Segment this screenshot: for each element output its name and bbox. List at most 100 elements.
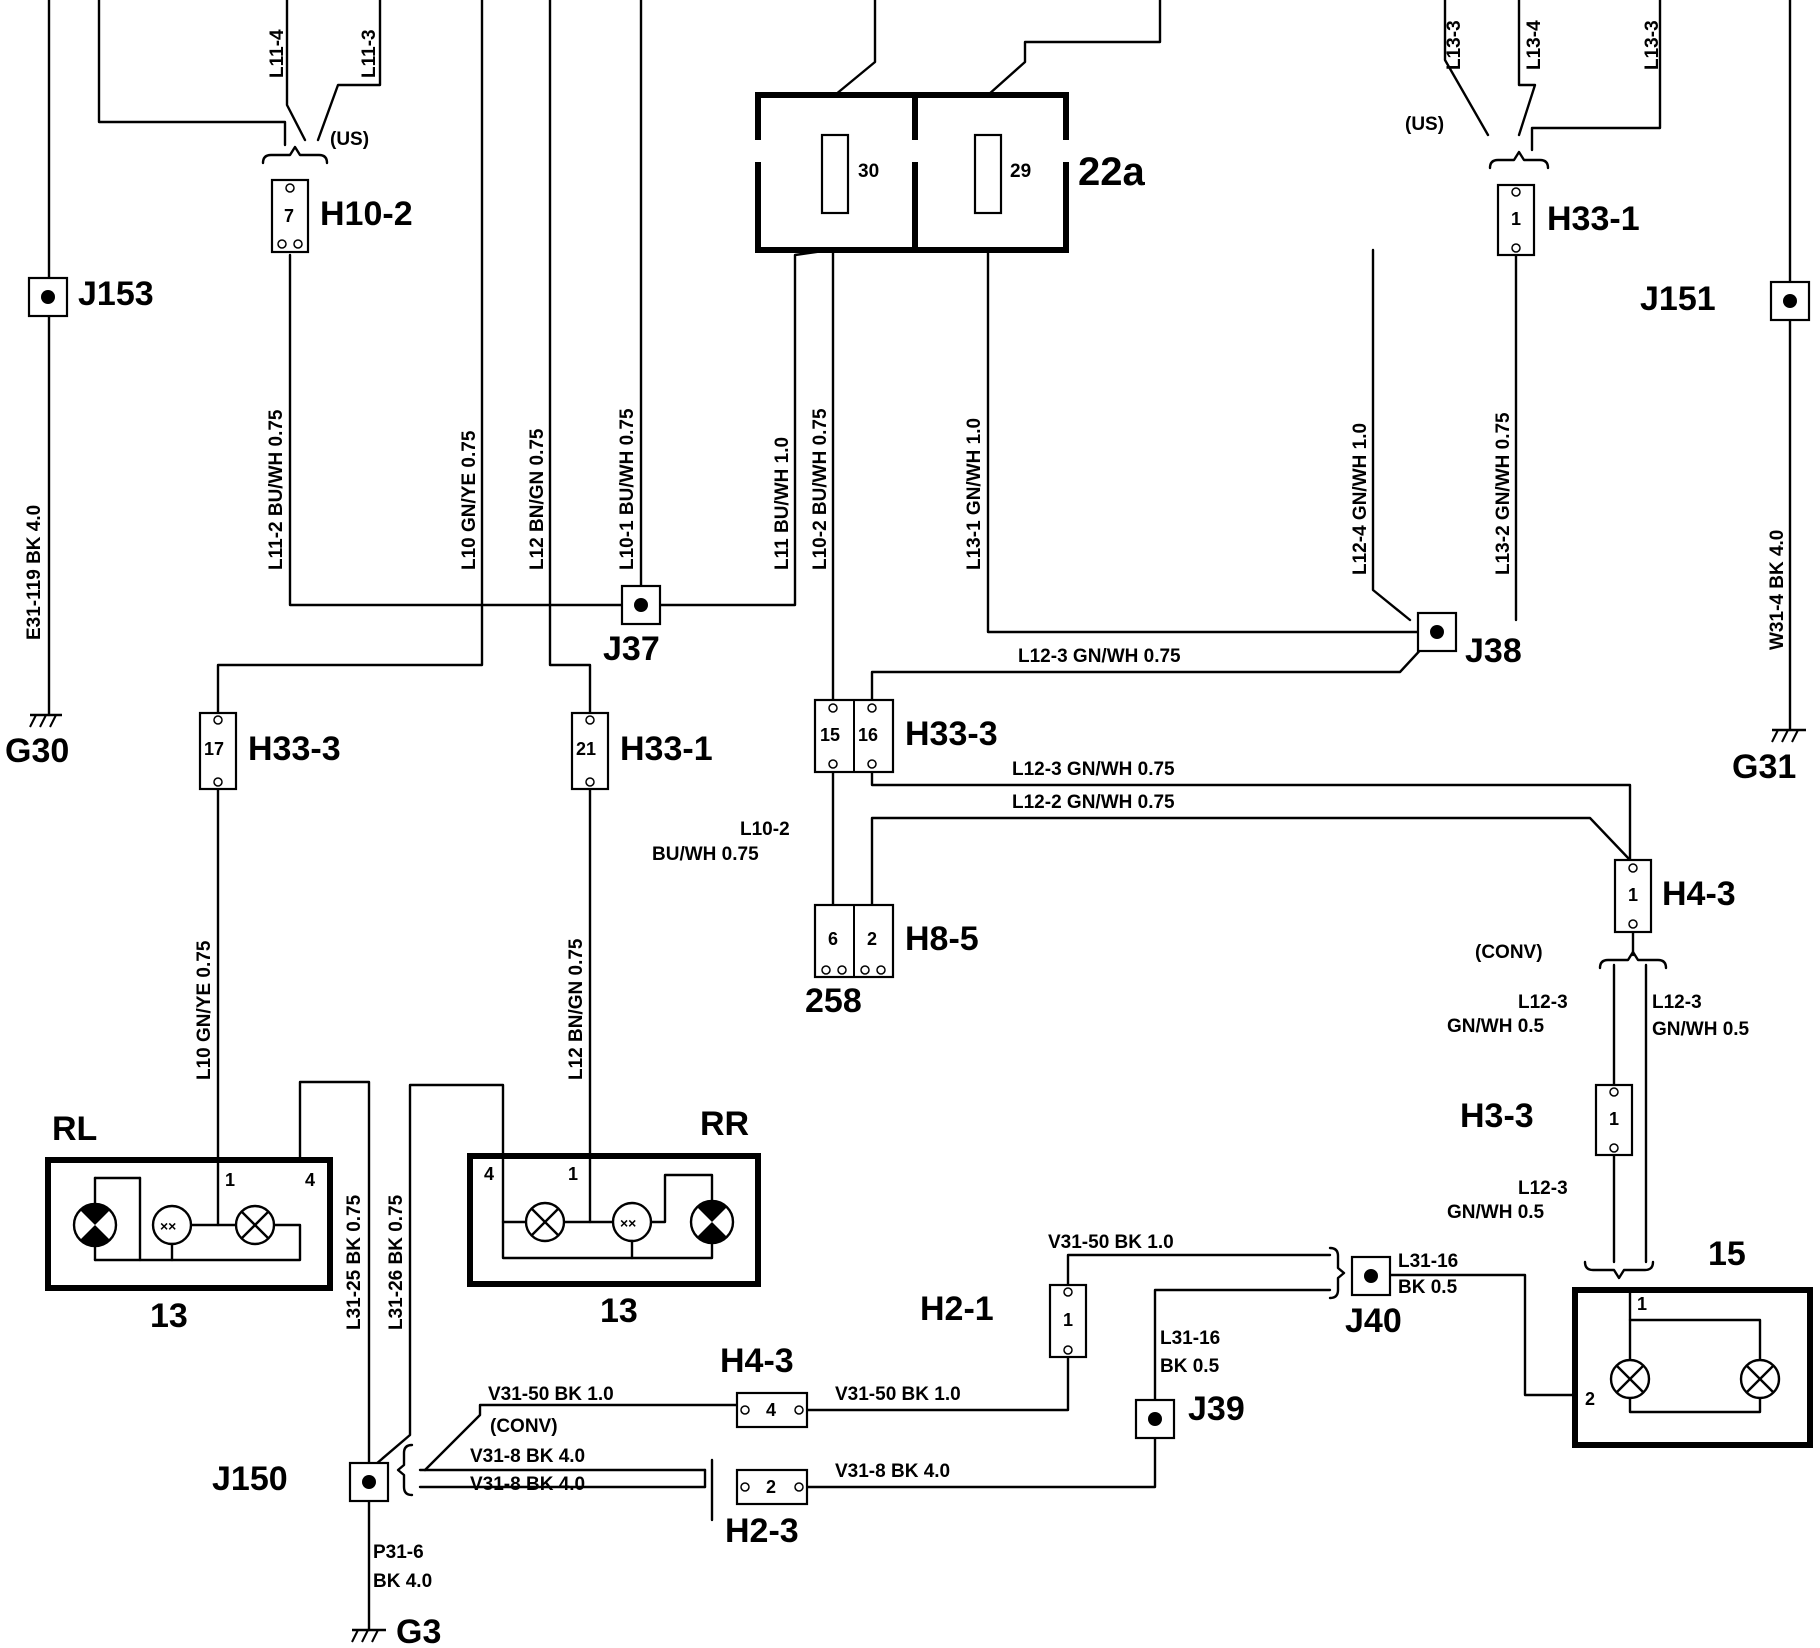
c15-pin-1: 1 xyxy=(1637,1294,1647,1314)
us-brace-right xyxy=(1488,150,1550,170)
j153-label: J153 xyxy=(78,275,154,313)
wire-label-e31-119: E31-119 BK 4.0 xyxy=(24,505,45,640)
h33-1-top-label: H33-1 xyxy=(1547,200,1640,238)
wire-label-l12-3-mid: L12-3 GN/WH 0.75 xyxy=(1012,759,1175,780)
us-variant-left: (US) xyxy=(330,129,369,150)
wire-label-v31-50-top: V31-50 BK 1.0 xyxy=(1048,1232,1174,1253)
h4-3-bottom-label: H4-3 xyxy=(720,1342,794,1380)
rr-label: RR xyxy=(700,1105,749,1143)
wire-label-l12-3-a-id: L12-3 xyxy=(1518,992,1568,1013)
connector-h33-3-left xyxy=(198,711,238,791)
wire-label-l31-16-b-id: L31-16 xyxy=(1160,1328,1220,1349)
wire-label-p31-6-spec: BK 4.0 xyxy=(373,1571,432,1592)
wire-label-l12-3-a-spec: GN/WH 0.5 xyxy=(1447,1016,1545,1037)
wire-label-l12-3-b-spec: GN/WH 0.5 xyxy=(1652,1019,1750,1040)
h2-3-pin: 2 xyxy=(766,1477,776,1497)
wire-label-l12-3-c-id: L12-3 xyxy=(1518,1178,1568,1199)
h4-3-bottom-pin: 4 xyxy=(766,1400,776,1420)
wire-label-l11-2: L11-2 BU/WH 0.75 xyxy=(266,409,287,570)
rl-pin-1: 1 xyxy=(225,1170,235,1190)
h10-2-pin: 7 xyxy=(284,206,294,226)
g30-label: G30 xyxy=(5,732,69,770)
h2-1-pin: 1 xyxy=(1063,1310,1073,1330)
wire-label-l12-3-top: L12-3 GN/WH 0.75 xyxy=(1018,646,1181,667)
wire-label-l10-1: L10-1 BU/WH 0.75 xyxy=(617,408,638,570)
h8-5-pin-a: 6 xyxy=(828,929,838,949)
rl-pin-4: 4 xyxy=(305,1170,315,1190)
fuse-29 xyxy=(973,133,1003,215)
wire-label-l12-2: L12-2 GN/WH 0.75 xyxy=(1012,792,1175,813)
dual-filament-bulb-icon-rr: ×× xyxy=(611,1201,653,1243)
bulb-icon-15b xyxy=(1739,1358,1781,1400)
conv-variant-right: (CONV) xyxy=(1475,942,1543,963)
wire-label-l31-16-a-spec: BK 0.5 xyxy=(1398,1277,1458,1298)
h2-1-label: H2-1 xyxy=(920,1290,994,1328)
j40-label: J40 xyxy=(1345,1302,1402,1340)
wire-label-l12-4: L12-4 GN/WH 1.0 xyxy=(1350,423,1371,575)
rl-label: RL xyxy=(52,1110,97,1148)
wire-label-l12-3-b-id: L12-3 xyxy=(1652,992,1702,1013)
j37-label: J37 xyxy=(603,630,660,668)
wire-label-l11: L11 BU/WH 1.0 xyxy=(772,437,793,570)
j151-label: J151 xyxy=(1640,280,1716,318)
wire-label-v31-50-left: V31-50 BK 1.0 xyxy=(488,1384,614,1405)
conv-variant-bottom: (CONV) xyxy=(490,1416,558,1437)
h3-3-pin: 1 xyxy=(1609,1109,1619,1129)
j40-brace xyxy=(1328,1246,1346,1300)
h33-3-left-label: H33-3 xyxy=(248,730,341,768)
dual-filament-bulb-icon-rl: ×× xyxy=(151,1204,193,1246)
bulb-icon-rl xyxy=(234,1204,276,1246)
h33-3-mid-pin-b: 16 xyxy=(858,725,878,745)
ground-icon-g30 xyxy=(29,713,62,728)
lamp-unit-rl: ×× 1 4 RL 13 xyxy=(45,1110,333,1335)
fuse-30-label: 30 xyxy=(858,161,879,182)
j150-label: J150 xyxy=(212,1460,288,1498)
wire-label-l10-2-vertical: L10-2 BU/WH 0.75 xyxy=(810,408,831,570)
h8-5-label: H8-5 xyxy=(905,920,979,958)
wire-label-l13-3a: L13-3 xyxy=(1444,20,1465,70)
rr-pin-4: 4 xyxy=(484,1164,494,1184)
connector-h2-1 xyxy=(1048,1283,1088,1359)
g3-label: G3 xyxy=(396,1613,441,1648)
h33-3-left-pin: 17 xyxy=(204,739,224,759)
h4-3-right-label: H4-3 xyxy=(1662,875,1736,913)
wire-label-v31-8-a: V31-8 BK 4.0 xyxy=(470,1446,585,1467)
h33-1-mid-label: H33-1 xyxy=(620,730,713,768)
us-brace-left xyxy=(261,145,329,165)
fuse-30 xyxy=(820,133,850,215)
wire-label-l31-25: L31-25 BK 0.75 xyxy=(344,1194,365,1330)
connectors: 7 H10-2 (US) 1 H33-1 (US) 17 H33-3 21 H3… xyxy=(198,114,1736,1550)
svg-text:××: ×× xyxy=(160,1218,176,1234)
wire-label-l13-4: L13-4 xyxy=(1524,20,1545,70)
j39-label: J39 xyxy=(1188,1390,1245,1428)
h33-1-top-pin: 1 xyxy=(1511,209,1521,229)
h33-3-mid-label: H33-3 xyxy=(905,715,998,753)
wire-labels: L11-4 L11-3 L13-3 L13-4 L13-3 E31-119 BK… xyxy=(24,20,1788,1592)
fuse-box-22a: 30 29 22a xyxy=(752,92,1145,253)
wire-label-l11-4: L11-4 xyxy=(267,29,288,78)
wire-label-l13-1: L13-1 GN/WH 1.0 xyxy=(964,418,985,570)
bulb-icon-rr xyxy=(524,1201,566,1243)
wire-label-v31-50-right: V31-50 BK 1.0 xyxy=(835,1384,961,1405)
h10-2-label: H10-2 xyxy=(320,195,413,233)
wire-label-p31-6: P31-6 xyxy=(373,1542,424,1563)
svg-text:××: ×× xyxy=(620,1215,636,1231)
wire-label-l12-lower: L12 BN/GN 0.75 xyxy=(566,938,587,1080)
h8-5-pin-b: 2 xyxy=(867,929,877,949)
brake-lamp-icon-rr xyxy=(689,1199,735,1245)
h33-1-mid-pin: 21 xyxy=(576,739,596,759)
splices: J153 J151 J37 J38 J40 J39 J150 xyxy=(27,275,1811,1503)
h4-3-right-pin: 1 xyxy=(1628,885,1638,905)
wire-label-l11-3: L11-3 xyxy=(359,29,380,78)
component-15-brace xyxy=(1583,1260,1655,1280)
wire-label-l13-2: L13-2 GN/WH 0.75 xyxy=(1493,412,1514,575)
brake-lamp-icon-rl xyxy=(72,1202,118,1248)
g31-label: G31 xyxy=(1732,748,1796,786)
conv-brace-right xyxy=(1598,950,1668,970)
wire-label-w31-4: W31-4 BK 4.0 xyxy=(1767,530,1788,650)
h33-3-mid-pin-a: 15 xyxy=(820,725,840,745)
component-15-label: 15 xyxy=(1708,1235,1746,1273)
wire-label-l12: L12 BN/GN 0.75 xyxy=(527,428,548,570)
